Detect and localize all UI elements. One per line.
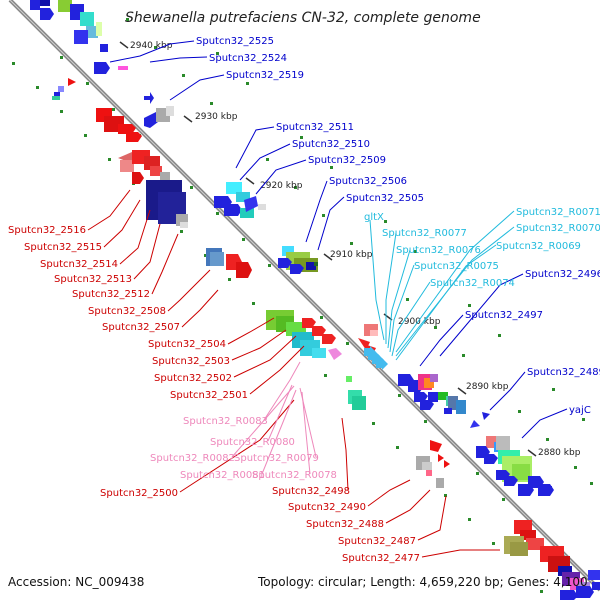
genes-2900 [358, 324, 388, 370]
guide-dots-right [126, 18, 593, 485]
gene-label[interactable]: Sputcn32_2500 [100, 488, 178, 499]
genes-2910 [278, 246, 318, 274]
kbp-marker-2930: 2930 kbp [195, 112, 238, 122]
gene-label[interactable]: Sputcn32_2505 [346, 193, 424, 204]
genes-left-2516 [96, 108, 188, 228]
gene-label[interactable]: Sputcn32_2503 [152, 356, 230, 367]
gene-label[interactable]: Sputcn32_R0082 [150, 453, 235, 464]
gene-label[interactable]: Sputcn32_2519 [226, 70, 304, 81]
gene-label[interactable]: Sputcn32_2501 [170, 390, 248, 401]
genes-left-2477 [504, 536, 528, 556]
gene-label[interactable]: Sputcn32_R0075 [414, 261, 499, 272]
gene-label[interactable]: Sputcn32_2507 [102, 322, 180, 333]
gene-label[interactable]: Sputcn32_2477 [342, 553, 420, 564]
genes-upper-left [30, 0, 76, 100]
outer-guide-dots-left [12, 62, 543, 593]
gene-label[interactable]: Sputcn32_2514 [40, 259, 118, 270]
gene-label[interactable]: Sputcn32_2497 [465, 310, 543, 321]
gene-label[interactable]: Sputcn32_2489 [527, 367, 600, 378]
kbp-ticks [119, 41, 537, 457]
leader-lines-pink [231, 361, 317, 475]
gene-label[interactable]: Sputcn32_2490 [288, 502, 366, 513]
gene-label[interactable]: Sputcn32_2511 [276, 122, 354, 133]
leader-lines-blue [109, 40, 568, 439]
labels-red: Sputcn32_2516 Sputcn32_2515 Sputcn32_251… [8, 225, 420, 564]
gene-label[interactable]: Sputcn32_2498 [272, 486, 350, 497]
genes-2880 [476, 436, 554, 496]
genes-2930 [144, 106, 174, 128]
gene-label[interactable]: Sputcn32_R0069 [496, 241, 581, 252]
kbp-marker-2900: 2900 kbp [398, 317, 441, 327]
gene-label[interactable]: Sputcn32_2509 [308, 155, 386, 166]
gene-label[interactable]: Sputcn32_2496 [525, 269, 600, 280]
kbp-marker-2940: 2940 kbp [130, 41, 173, 51]
gene-label[interactable]: gltX [364, 212, 384, 223]
gene-label[interactable]: yajC [569, 405, 591, 416]
labels-cyan: gltX Sputcn32_R0077 Sputcn32_R0076 Sputc… [364, 207, 600, 289]
genes-left-2508 [206, 248, 252, 278]
gene-label[interactable]: Sputcn32_2524 [209, 53, 287, 64]
kbp-marker-2880: 2880 kbp [538, 448, 581, 458]
gene-label[interactable]: Sputcn32_2516 [8, 225, 86, 236]
gene-label[interactable]: Sputcn32_R0071 [516, 207, 600, 218]
gene-label[interactable]: Sputcn32_2502 [154, 373, 232, 384]
genes-bottom-cluster [514, 520, 600, 600]
gene-label[interactable]: Sputcn32_2506 [329, 176, 407, 187]
gene-label[interactable]: Sputcn32_R0070 [516, 223, 600, 234]
labels-blue: Sputcn32_2525 Sputcn32_2524 Sputcn32_251… [196, 36, 600, 416]
gene-label[interactable]: Sputcn32_2508 [88, 306, 166, 317]
genes-left-2504 [266, 310, 342, 360]
far-right-dots [216, 52, 585, 421]
genes-2920 [214, 182, 266, 218]
genes-2890 [398, 374, 490, 428]
gene-label[interactable]: Sputcn32_2510 [292, 139, 370, 150]
gene-label[interactable]: Sputcn32_2488 [306, 519, 384, 530]
labels-pink: Sputcn32_R0083 Sputcn32_R0080 Sputcn32_R… [150, 416, 337, 481]
leader-lines-cyan [369, 210, 515, 361]
genes-left-2490 [416, 440, 450, 488]
kbp-marker-2920: 2920 kbp [260, 181, 303, 191]
gene-label[interactable]: Sputcn32_R0076 [396, 245, 481, 256]
genome-backbone-highlight [9, 0, 600, 591]
gene-label[interactable]: Sputcn32_R0078 [252, 470, 337, 481]
gene-label[interactable]: Sputcn32_R0074 [430, 278, 515, 289]
gene-label[interactable]: Sputcn32_2504 [148, 339, 226, 350]
gene-label[interactable]: Sputcn32_2525 [196, 36, 274, 47]
gene-label[interactable]: Sputcn32_2487 [338, 536, 416, 547]
gene-label[interactable]: Sputcn32_R0077 [382, 228, 467, 239]
gene-label[interactable]: Sputcn32_2512 [72, 289, 150, 300]
accession-text: Accession: NC_009438 [8, 575, 144, 589]
gene-label[interactable]: Sputcn32_R0083 [183, 416, 268, 427]
leader-lines-red [87, 189, 500, 558]
page-title: Shewanella putrefaciens CN-32, complete … [125, 10, 481, 26]
genes-top-cluster [58, 0, 154, 104]
inner-guide-dots-left [60, 56, 505, 501]
gene-label[interactable]: Sputcn32_R0080 [210, 437, 295, 448]
topology-text: Topology: circular; Length: 4,659,220 bp… [257, 575, 588, 589]
gene-label[interactable]: Sputcn32_R0079 [234, 453, 319, 464]
kbp-marker-2910: 2910 kbp [330, 250, 373, 260]
genes-left-2498 [346, 376, 366, 410]
gene-label[interactable]: Sputcn32_2513 [54, 274, 132, 285]
gene-label[interactable]: Sputcn32_2515 [24, 242, 102, 253]
gene-label[interactable]: Sputcn32_R0081 [180, 470, 265, 481]
kbp-marker-2890: 2890 kbp [466, 382, 509, 392]
